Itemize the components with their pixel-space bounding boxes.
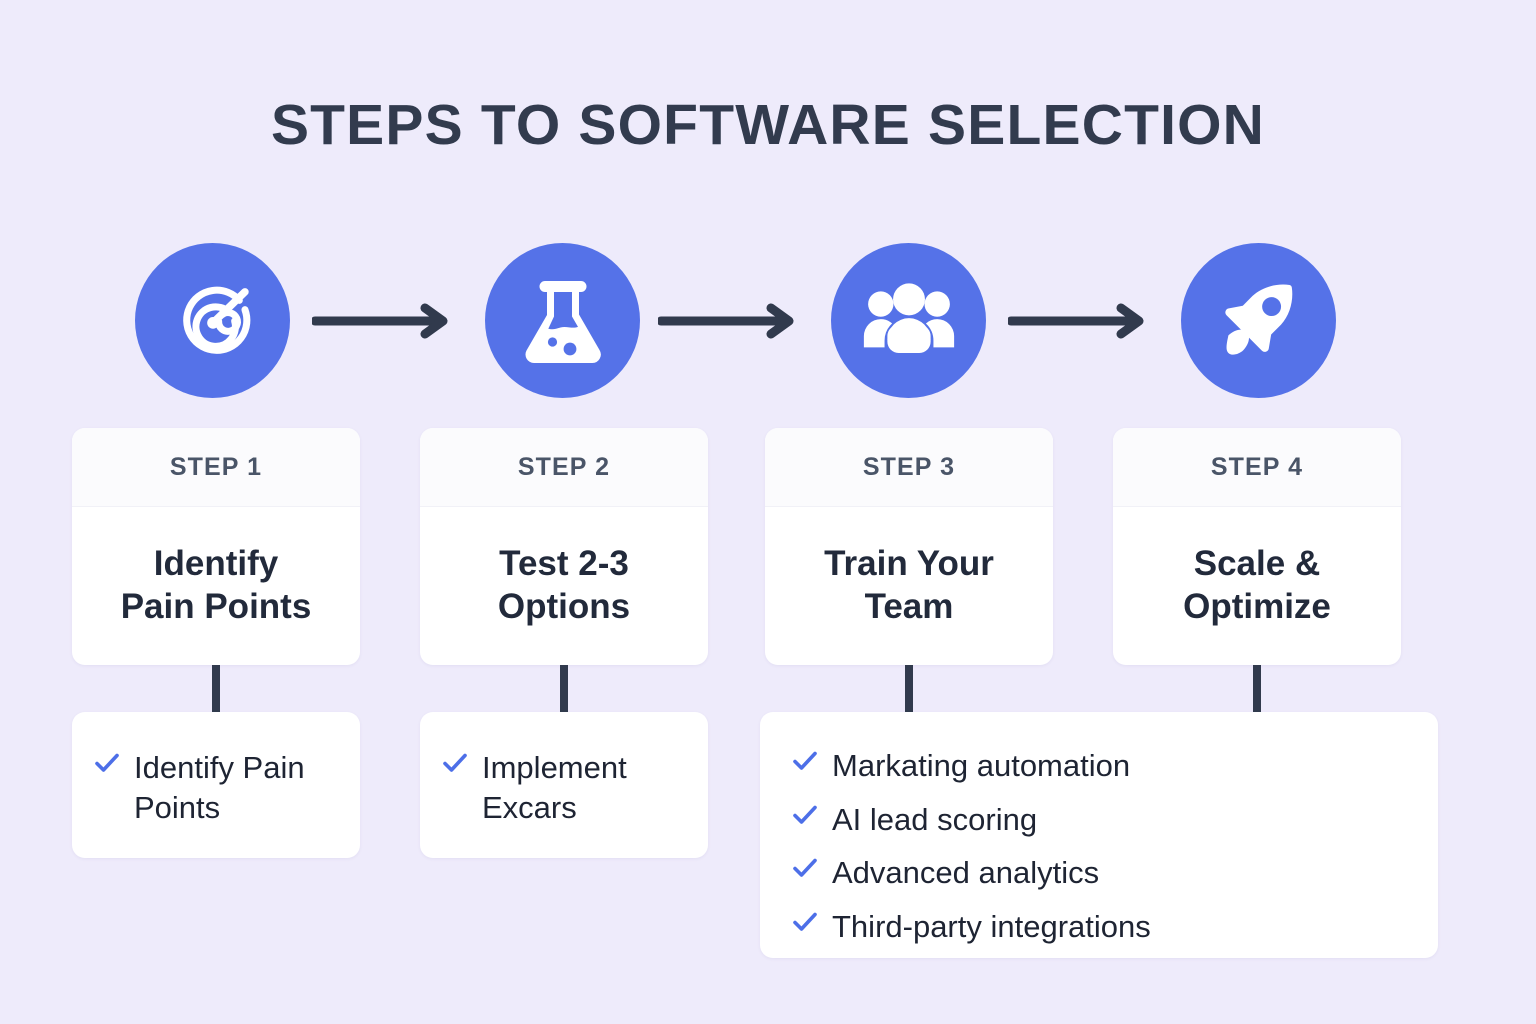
connector-stem-3: [905, 665, 913, 713]
list-item: Markating automation: [792, 746, 1412, 786]
step-card-header-4: STEP 4: [1113, 428, 1401, 507]
step-card-3[interactable]: STEP 3 Train Your Team: [765, 428, 1053, 665]
detail-card-1[interactable]: Identify Pain Points: [72, 712, 360, 858]
step-icon-circle-2: [485, 243, 640, 398]
list-item: AI lead scoring: [792, 800, 1412, 840]
step-card-title-4: Scale & Optimize: [1183, 543, 1331, 628]
list-item: Identify Pain Points: [94, 748, 340, 827]
step-card-4[interactable]: STEP 4 Scale & Optimize: [1113, 428, 1401, 665]
connector-stem-2: [560, 665, 568, 713]
page-title: STEPS TO SOFTWARE SELECTION: [270, 93, 1266, 157]
detail-card-3[interactable]: Markating automation AI lead scoring Adv…: [760, 712, 1438, 958]
detail-list-2: Implement Excars: [442, 748, 688, 827]
detail-list-3: Markating automation AI lead scoring Adv…: [792, 746, 1412, 947]
target-icon: [166, 274, 260, 368]
step-card-title-line-3b: Team: [864, 587, 954, 626]
step-card-body-4: Scale & Optimize: [1113, 507, 1401, 665]
detail-list-1: Identify Pain Points: [94, 748, 340, 827]
flask-icon: [521, 275, 605, 367]
detail-text: Advanced analytics: [832, 855, 1100, 891]
list-item: Implement Excars: [442, 748, 688, 827]
step-card-title-1: Identify Pain Points: [121, 543, 312, 628]
step-card-2[interactable]: STEP 2 Test 2-3 Options: [420, 428, 708, 665]
step-card-title-line-1a: Identify: [153, 544, 279, 584]
list-item: Advanced analytics: [792, 853, 1412, 893]
step-card-title-line-4a: Scale &: [1193, 544, 1321, 584]
check-icon: [792, 746, 818, 776]
step-icon-circle-1: [135, 243, 290, 398]
connector-stem-4: [1253, 665, 1261, 713]
step-card-header-2: STEP 2: [420, 428, 708, 507]
step-card-title-line-4b: Optimize: [1183, 587, 1331, 626]
step-card-title-line-1b: Pain Points: [120, 587, 312, 626]
step-icon-circle-3: [831, 243, 986, 398]
check-icon: [792, 907, 818, 937]
step-card-header-1: STEP 1: [72, 428, 360, 507]
arrow-right-icon-3: [1006, 303, 1146, 339]
step-icon-circle-4: [1181, 243, 1336, 398]
detail-text: Identify Pain Points: [134, 750, 305, 825]
detail-text: Implement Excars: [482, 750, 627, 825]
rocket-icon: [1214, 276, 1304, 366]
detail-text: Third-party integrations: [832, 909, 1151, 945]
detail-text: Markating automation: [832, 748, 1131, 783]
check-icon: [94, 748, 120, 778]
list-item: Third-party integrations: [792, 907, 1412, 947]
step-card-title-line-2a: Test 2-3: [499, 544, 629, 584]
flow-icon-row: [0, 243, 1536, 399]
check-icon: [442, 748, 468, 778]
step-card-body-1: Identify Pain Points: [72, 507, 360, 665]
detail-text: AI lead scoring: [832, 801, 1038, 837]
step-card-body-3: Train Your Team: [765, 507, 1053, 665]
connector-stem-1: [212, 665, 220, 713]
step-card-title-line-3a: Train Your: [824, 544, 994, 584]
arrow-right-icon-2: [656, 303, 796, 339]
arrow-right-icon-1: [310, 303, 450, 339]
step-card-1[interactable]: STEP 1 Identify Pain Points: [72, 428, 360, 665]
team-icon: [862, 282, 956, 359]
step-card-title-line-2b: Options: [497, 587, 631, 626]
step-card-header-3: STEP 3: [765, 428, 1053, 507]
detail-card-2[interactable]: Implement Excars: [420, 712, 708, 858]
step-card-title-2: Test 2-3 Options: [498, 543, 630, 628]
check-icon: [792, 800, 818, 830]
step-card-body-2: Test 2-3 Options: [420, 507, 708, 665]
check-icon: [792, 853, 818, 883]
step-card-title-3: Train Your Team: [824, 543, 994, 628]
